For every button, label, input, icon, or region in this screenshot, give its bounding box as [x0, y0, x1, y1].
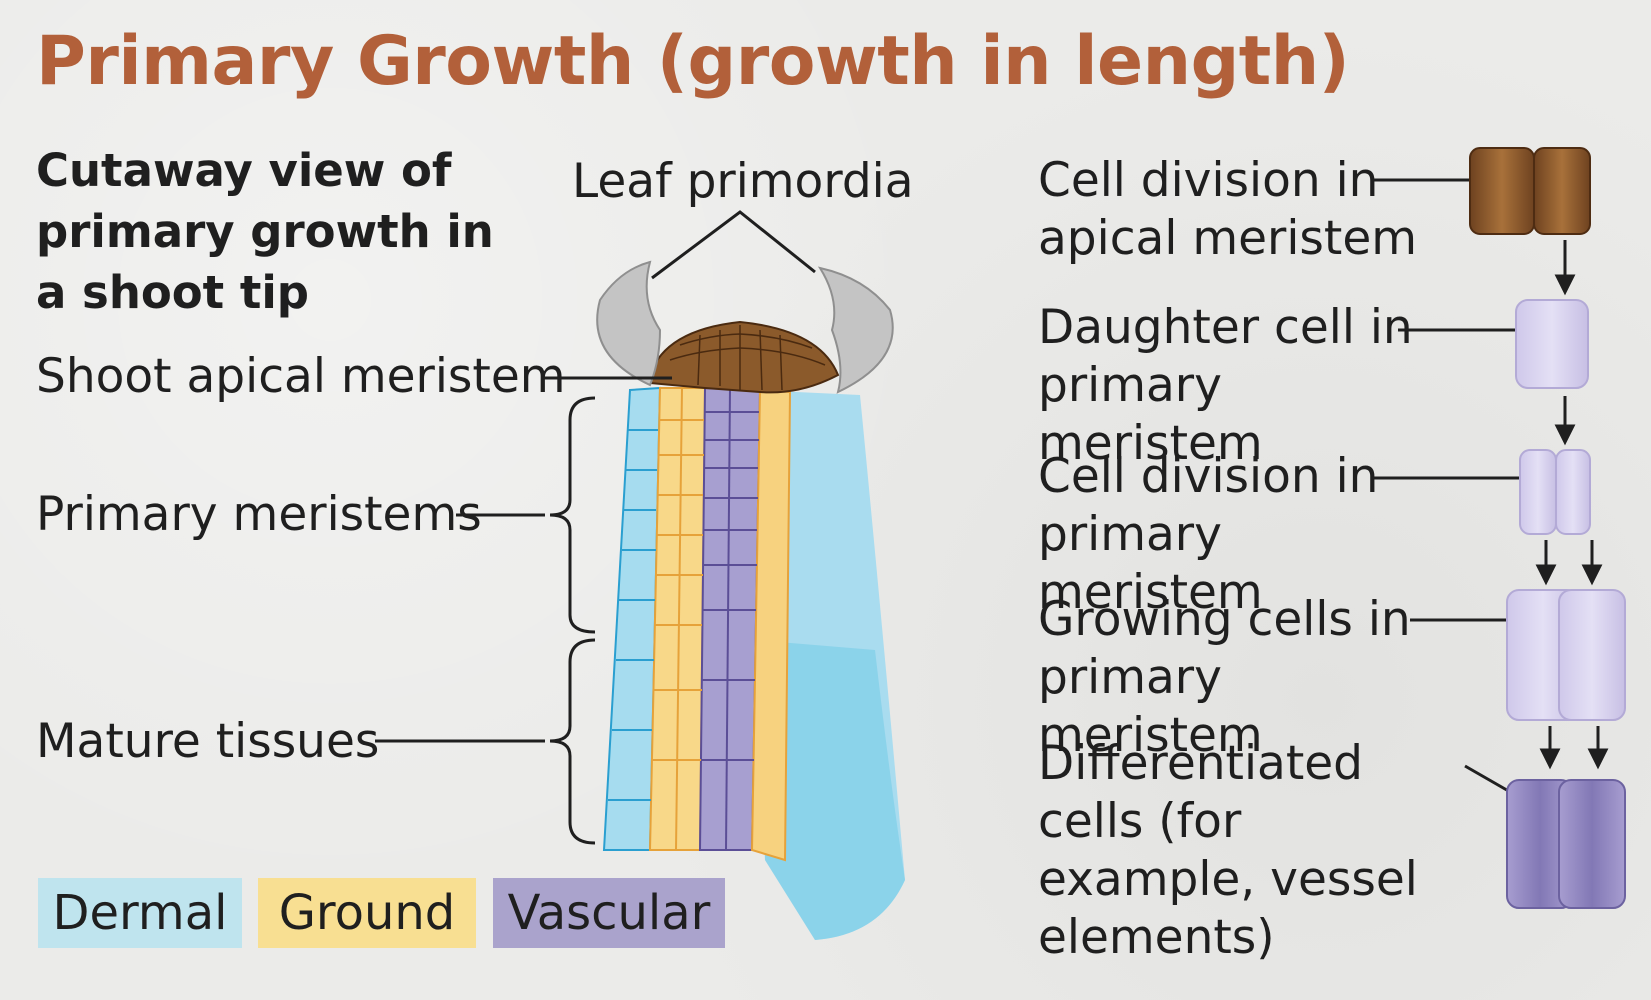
legend-vascular-label: Vascular: [507, 885, 711, 941]
legend-dermal: Dermal: [38, 878, 242, 948]
label-mature-tissues: Mature tissues: [36, 714, 380, 769]
stage-label-4: Growing cells in primary meristem: [1038, 592, 1411, 763]
stage-cell-5: [1506, 779, 1626, 909]
leaf-primordium-right: [817, 266, 894, 394]
legend-dermal-label: Dermal: [52, 885, 228, 941]
stage-label-2: Daughter cell in primary meristem: [1038, 300, 1413, 471]
left-pointers: [375, 376, 672, 845]
page-title: Primary Growth (growth in length): [36, 22, 1350, 101]
legend-ground: Ground: [258, 878, 476, 948]
diagram-subtitle: Cutaway view of primary growth in a shoo…: [36, 144, 494, 319]
leaf-primordia-pointer: [651, 210, 816, 280]
shoot-stem: [596, 260, 905, 940]
stage-pointers: [1372, 178, 1520, 795]
stage-label-5: Differentiated cells (for example, vesse…: [1038, 736, 1418, 965]
leaf-primordium-left: [596, 260, 662, 387]
stage-cell-2: [1515, 299, 1589, 389]
label-leaf-primordia: Leaf primordia: [572, 154, 914, 209]
label-primary-meristems: Primary meristems: [36, 487, 482, 542]
label-shoot-apical-meristem: Shoot apical meristem: [36, 349, 566, 404]
legend-ground-label: Ground: [278, 885, 456, 941]
stage-label-3: Cell division in primary meristem: [1038, 449, 1379, 620]
stage-label-1: Cell division in apical meristem: [1038, 153, 1418, 266]
stage-cell-4: [1506, 589, 1626, 721]
legend-vascular: Vascular: [493, 878, 725, 948]
stage-cell-3: [1519, 449, 1591, 535]
stage-arrows: [1535, 240, 1609, 770]
stage-cell-1: [1469, 147, 1591, 235]
